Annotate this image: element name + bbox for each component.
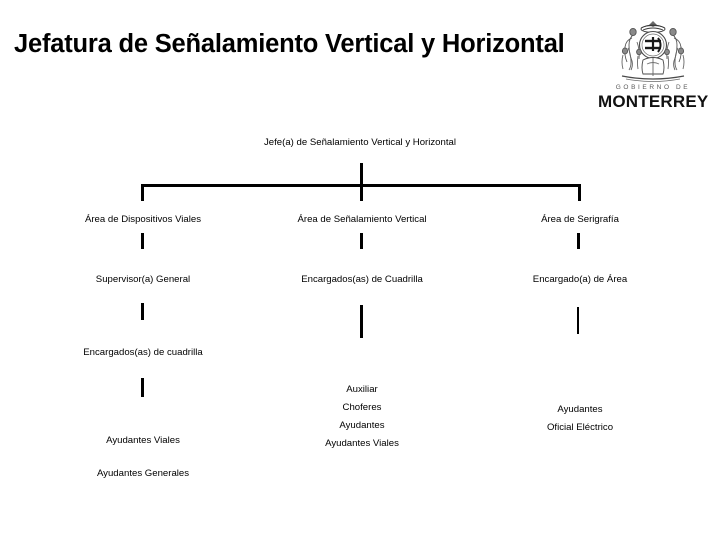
node-area-dispositivos-viales[interactable]: Área de Dispositivos Viales [84, 214, 202, 225]
connector-root-stem [360, 163, 363, 187]
connector-bar-to-dispositivos [141, 184, 144, 201]
node-ayudantes-viales-center[interactable]: Ayudantes Viales [325, 438, 399, 449]
node-root[interactable]: Jefe(a) de Señalamiento Vertical y Horiz… [264, 137, 456, 148]
connector-encargados-cuadrilla-to-ayudantes-viales [141, 378, 144, 397]
node-supervisor-general[interactable]: Supervisor(a) General [95, 274, 191, 285]
connector-supervisor-to-encargados-cuadrilla [141, 303, 144, 320]
connector-dispositivos-to-supervisor [141, 233, 144, 249]
node-encargado-de-area[interactable]: Encargado(a) de Área [532, 274, 628, 285]
connector-serigrafia-to-encargado-area [577, 233, 580, 249]
node-encargados-de-cuadrilla-left[interactable]: Encargados(as) de cuadrilla [83, 347, 203, 358]
node-ayudantes-center[interactable]: Ayudantes [339, 420, 385, 431]
node-ayudantes-right[interactable]: Ayudantes [557, 404, 603, 415]
coat-of-arms-icon [621, 21, 685, 82]
node-ayudantes-viales-left[interactable]: Ayudantes Viales [106, 435, 180, 446]
node-choferes[interactable]: Choferes [342, 402, 382, 413]
logo-gobierno-text: GOBIERNO DE [615, 84, 691, 91]
connector-bar-to-senalamiento [360, 184, 363, 201]
connector-encargado-area-to-ayudantes [577, 307, 579, 334]
node-area-serigrafia[interactable]: Área de Serigrafía [541, 214, 619, 225]
node-encargados-de-cuadrilla[interactable]: Encargados(as) de Cuadrilla [301, 274, 423, 285]
logo-monterrey-text: MONTERREY [598, 92, 709, 111]
node-oficial-electrico[interactable]: Oficial Eléctrico [546, 422, 614, 433]
connector-encargados-to-auxiliar [360, 305, 363, 338]
node-auxiliar[interactable]: Auxiliar [346, 384, 378, 395]
page-title: Jefatura de Señalamiento Vertical y Hori… [14, 30, 565, 58]
monterrey-logo: GOBIERNO DE MONTERREY [598, 18, 709, 111]
node-ayudantes-generales[interactable]: Ayudantes Generales [96, 468, 190, 479]
connector-bar-to-serigrafia [578, 184, 581, 201]
node-area-senalamiento-vertical[interactable]: Área de Señalamiento Vertical [297, 214, 427, 225]
connector-senalamiento-to-encargados [360, 233, 363, 249]
